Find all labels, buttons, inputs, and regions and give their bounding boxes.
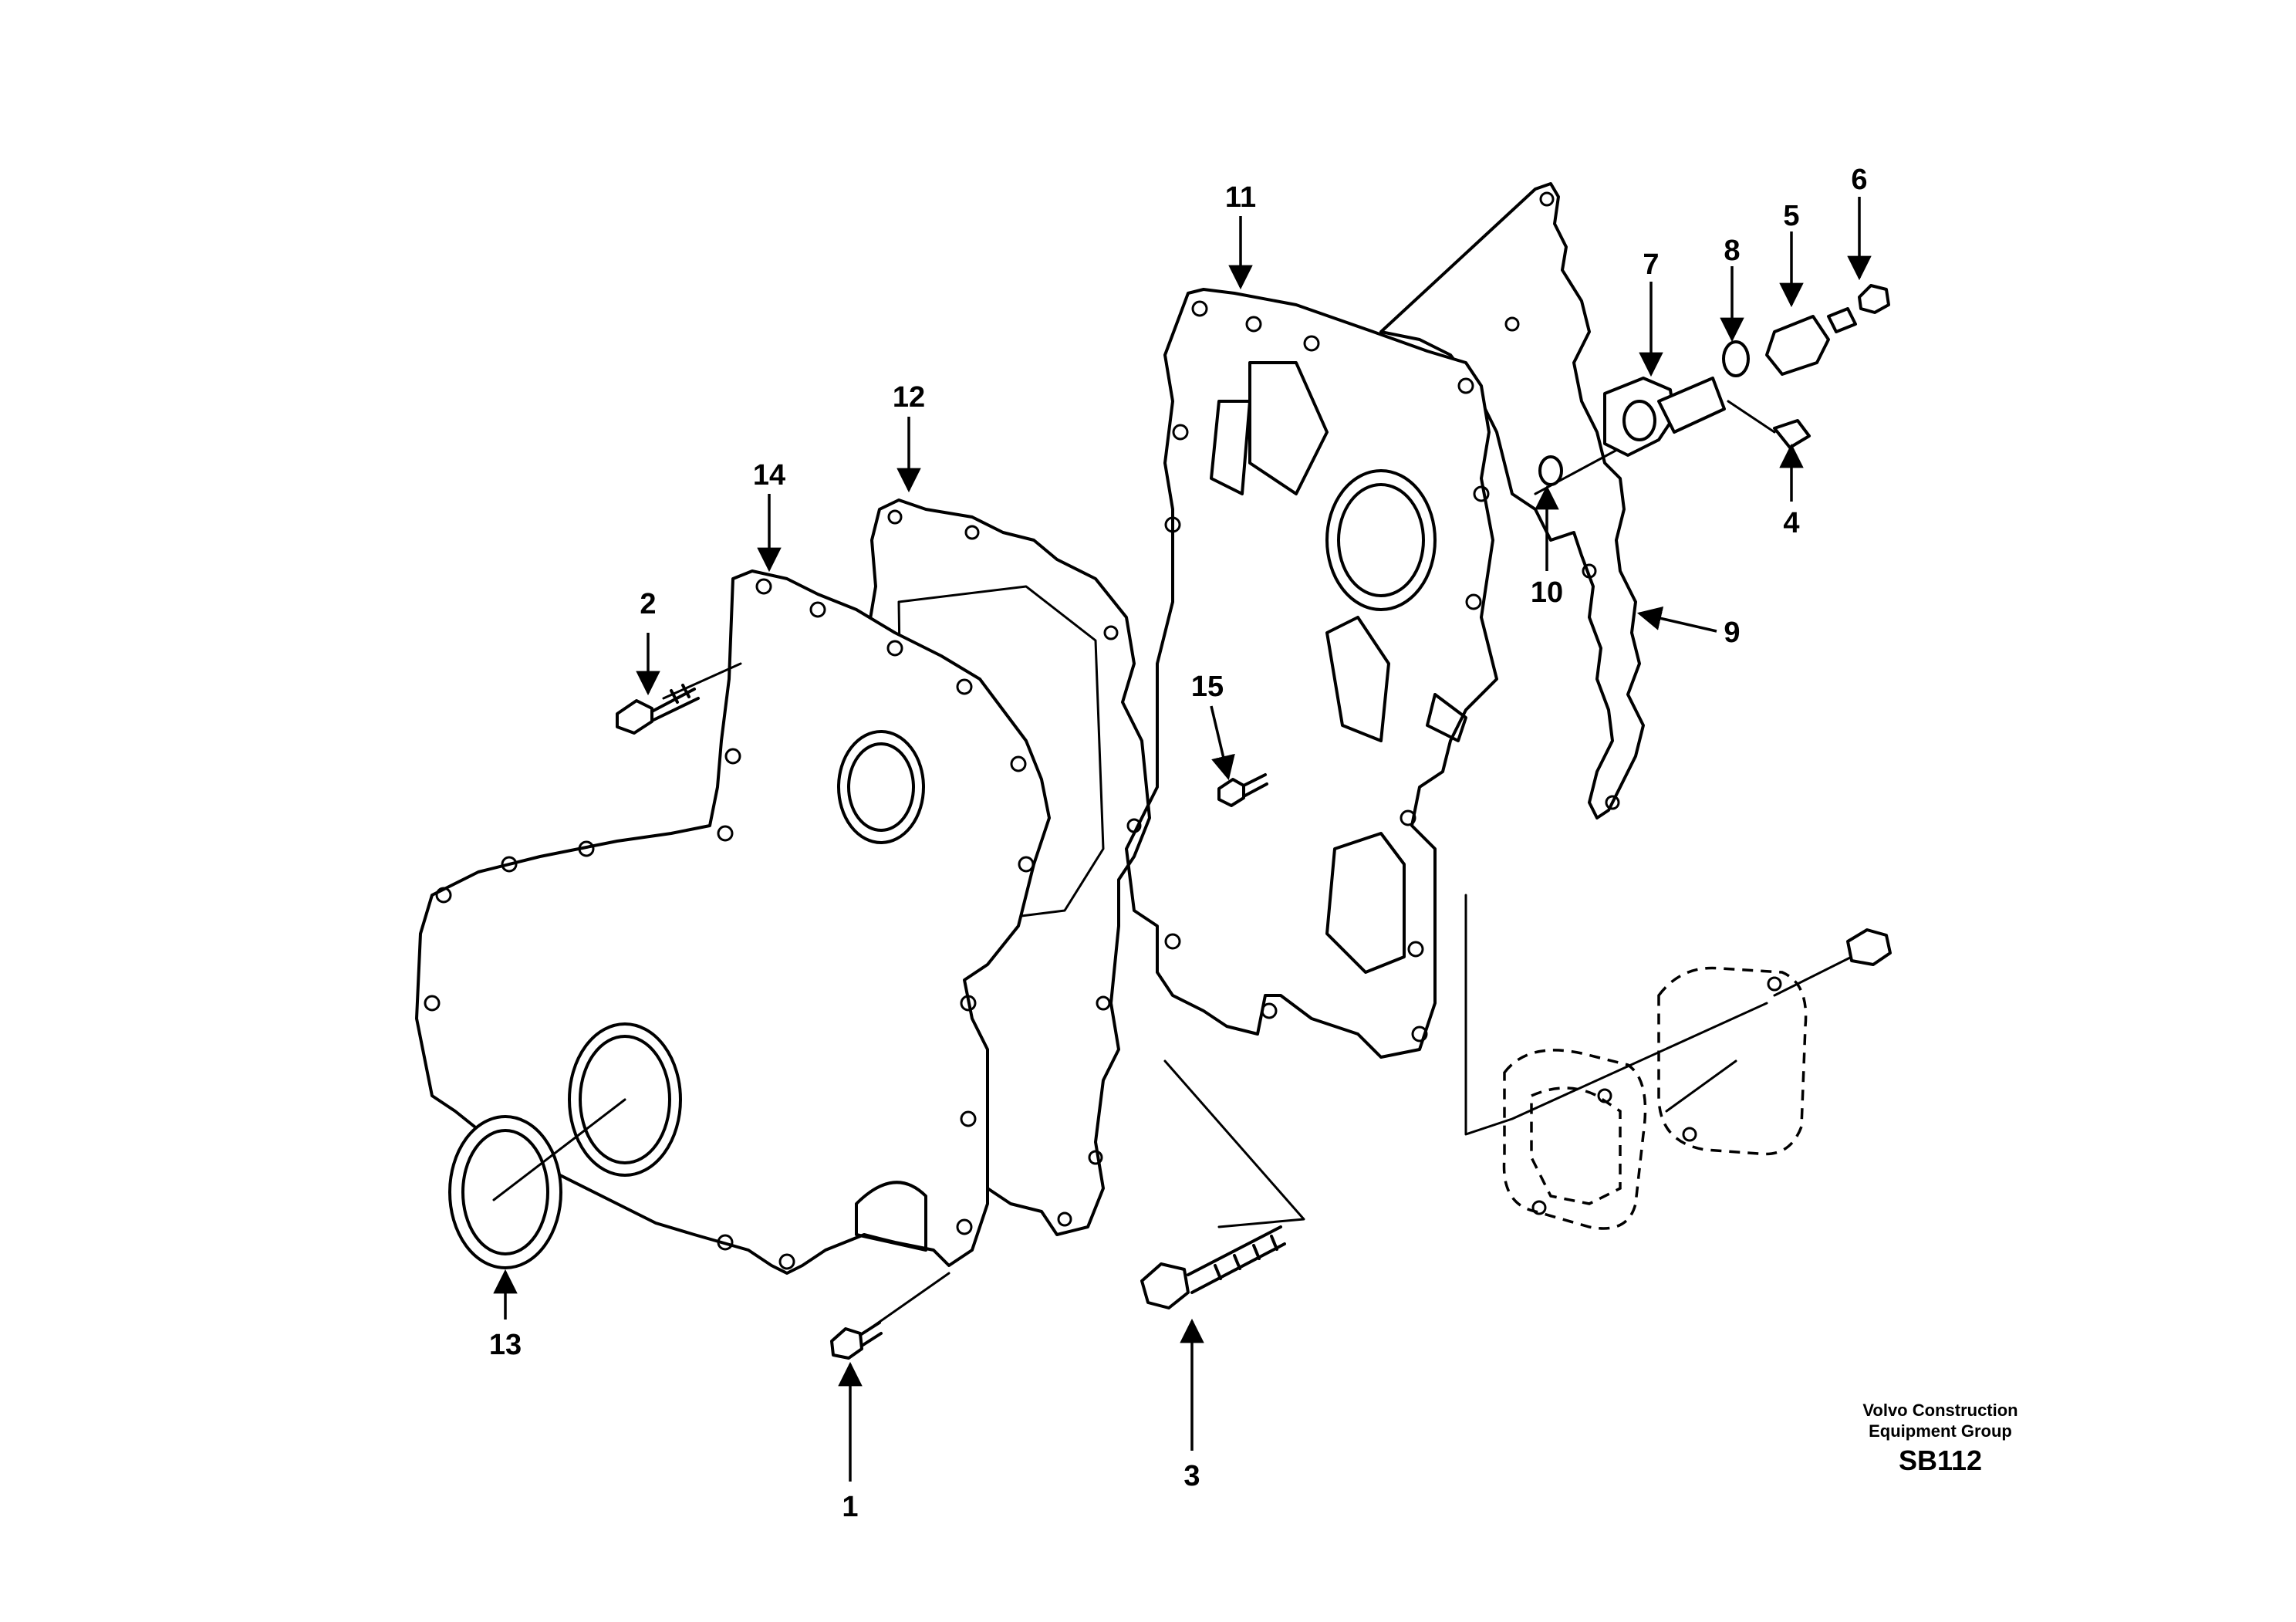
publisher-line-1: Volvo Construction <box>1862 1401 2017 1420</box>
bolt-2 <box>616 662 742 735</box>
callout-3: 3 <box>1183 1460 1200 1492</box>
rear-plate-gasket <box>1379 182 1645 819</box>
callout-9: 9 <box>1724 617 1740 649</box>
sensor-mounting-plates <box>1464 894 1892 1230</box>
callout-1: 1 <box>842 1491 858 1523</box>
callout-11: 11 <box>1225 181 1256 214</box>
callout-14: 14 <box>753 459 785 492</box>
callout-leaders <box>493 197 1872 1482</box>
callout-8: 8 <box>1724 235 1740 267</box>
callout-6: 6 <box>1851 164 1867 196</box>
callout-12: 12 <box>893 381 925 414</box>
bolt-3 <box>1140 1059 1305 1309</box>
callout-4: 4 <box>1783 507 1799 539</box>
callout-2: 2 <box>640 588 656 620</box>
publisher-line-2: Equipment Group <box>1869 1421 2012 1441</box>
crankshaft-seal <box>448 1022 682 1269</box>
bolt-1 <box>830 1272 950 1360</box>
callout-numbers: 1 2 3 4 5 6 7 8 9 10 11 12 13 14 15 <box>489 164 1868 1523</box>
drawing-code: SB112 <box>1899 1445 1982 1476</box>
timing-gear-housing <box>1125 288 1498 1059</box>
callout-10: 10 <box>1531 576 1563 609</box>
sensor-assembly <box>1534 284 1890 495</box>
callout-13: 13 <box>489 1329 522 1361</box>
title-block: Volvo Construction Equipment Group SB112 <box>1862 1401 2017 1476</box>
callout-15: 15 <box>1191 671 1224 703</box>
callout-5: 5 <box>1783 200 1799 232</box>
callout-7: 7 <box>1643 248 1659 281</box>
